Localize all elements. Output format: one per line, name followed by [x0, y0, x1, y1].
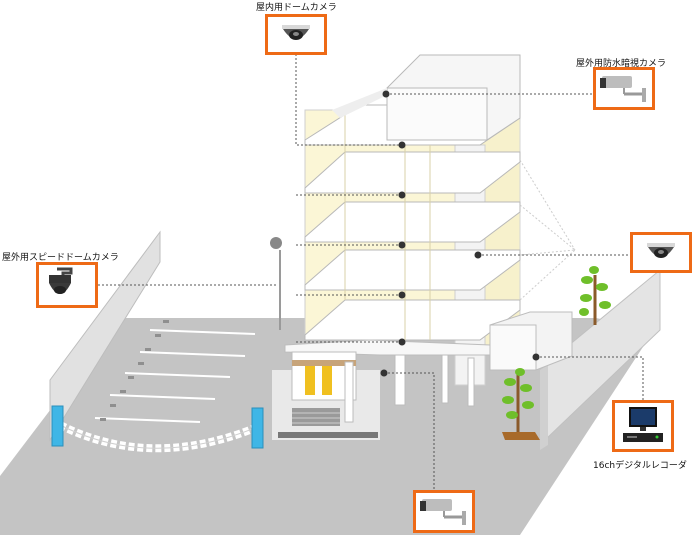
digital-recorder-box	[612, 400, 674, 452]
dome-camera-box	[630, 232, 692, 273]
label-indoor-dome-camera: 屋内用ドームカメラ	[256, 3, 337, 13]
bullet-camera-box	[413, 490, 475, 533]
outdoor-speed-dome-camera-box	[36, 262, 98, 308]
tree-back	[579, 266, 611, 325]
label-digital-recorder: 16chデジタルレコーダ	[593, 461, 687, 471]
label-outdoor-speed-dome-camera: 屋外用スピードドームカメラ	[2, 253, 119, 263]
leader-dots	[380, 90, 540, 377]
indoor-dome-camera-box	[265, 14, 327, 55]
indoor-dome-camera-icon	[282, 25, 310, 40]
label-outdoor-ir-camera: 屋外用防水暗視カメラ	[576, 59, 667, 69]
outdoor-ir-camera-box	[593, 67, 655, 110]
bullet-camera-icon	[420, 499, 466, 525]
left-wall	[49, 230, 161, 442]
outdoor-ir-camera-icon	[600, 76, 646, 102]
speed-dome-camera-icon	[49, 267, 73, 294]
right-wall-end	[540, 365, 548, 450]
tree-front	[502, 368, 540, 440]
leader-lines	[98, 50, 644, 490]
parking-lines	[94, 329, 256, 423]
dome-camera-icon	[647, 243, 675, 258]
digital-recorder-icon	[623, 407, 663, 442]
parking-curb	[100, 320, 169, 421]
left-bollard	[52, 406, 63, 446]
right-bollard	[252, 408, 263, 448]
